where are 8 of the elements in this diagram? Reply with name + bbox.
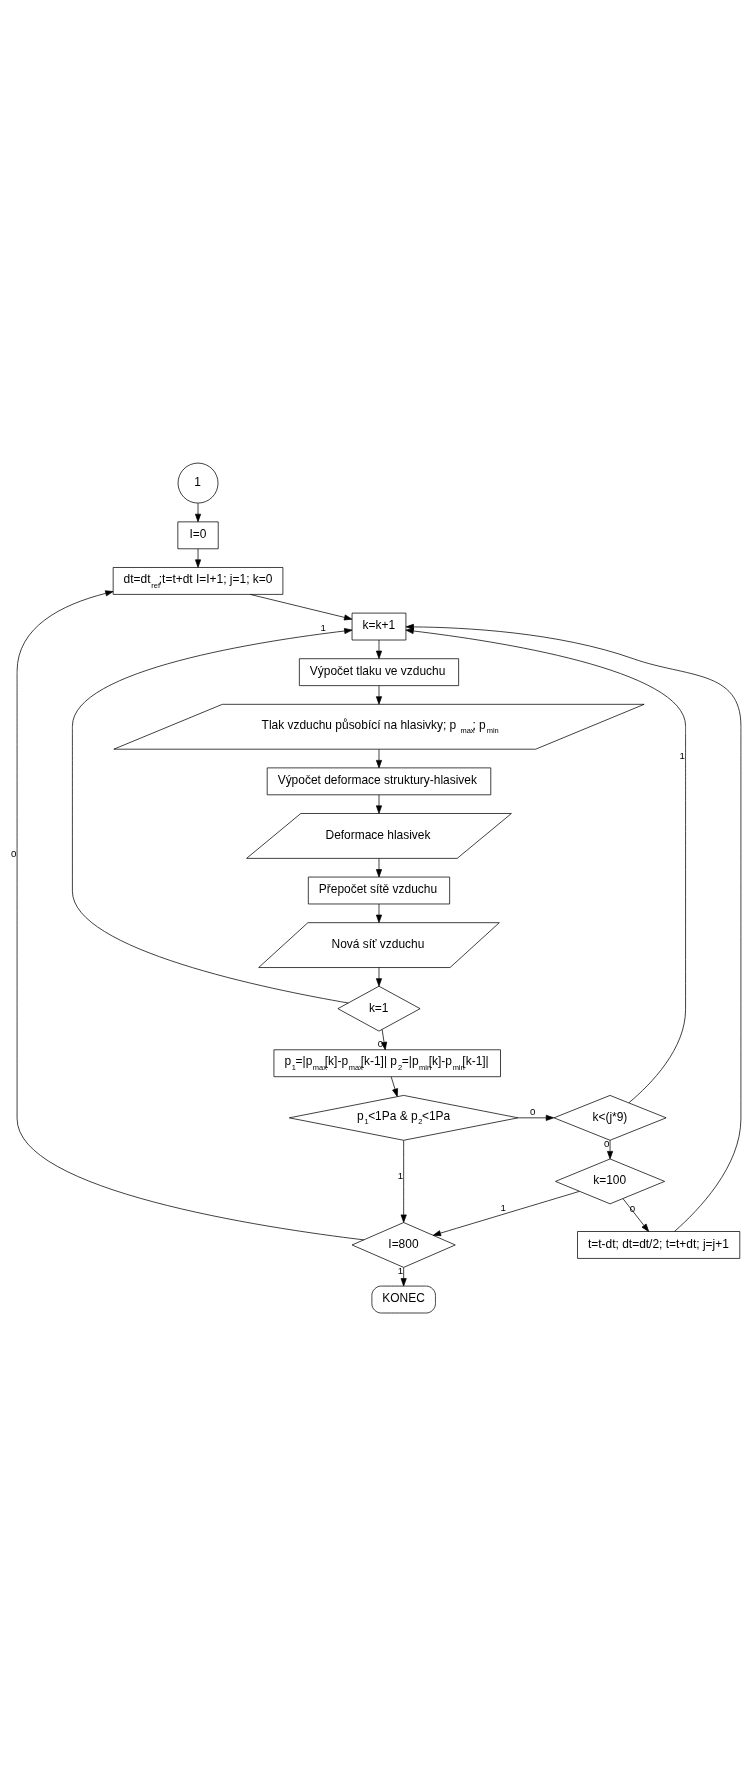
edge-label: 0 (530, 1106, 536, 1118)
edge-label: 0 (629, 1203, 636, 1215)
edge-label: 1 (397, 1265, 404, 1277)
edge-label: 1 (500, 1201, 506, 1213)
edge-label: 1 (679, 749, 685, 761)
edge-label: 1 (320, 621, 326, 633)
edge-label: 0 (11, 848, 17, 860)
edge-label: 1 (397, 1169, 404, 1181)
